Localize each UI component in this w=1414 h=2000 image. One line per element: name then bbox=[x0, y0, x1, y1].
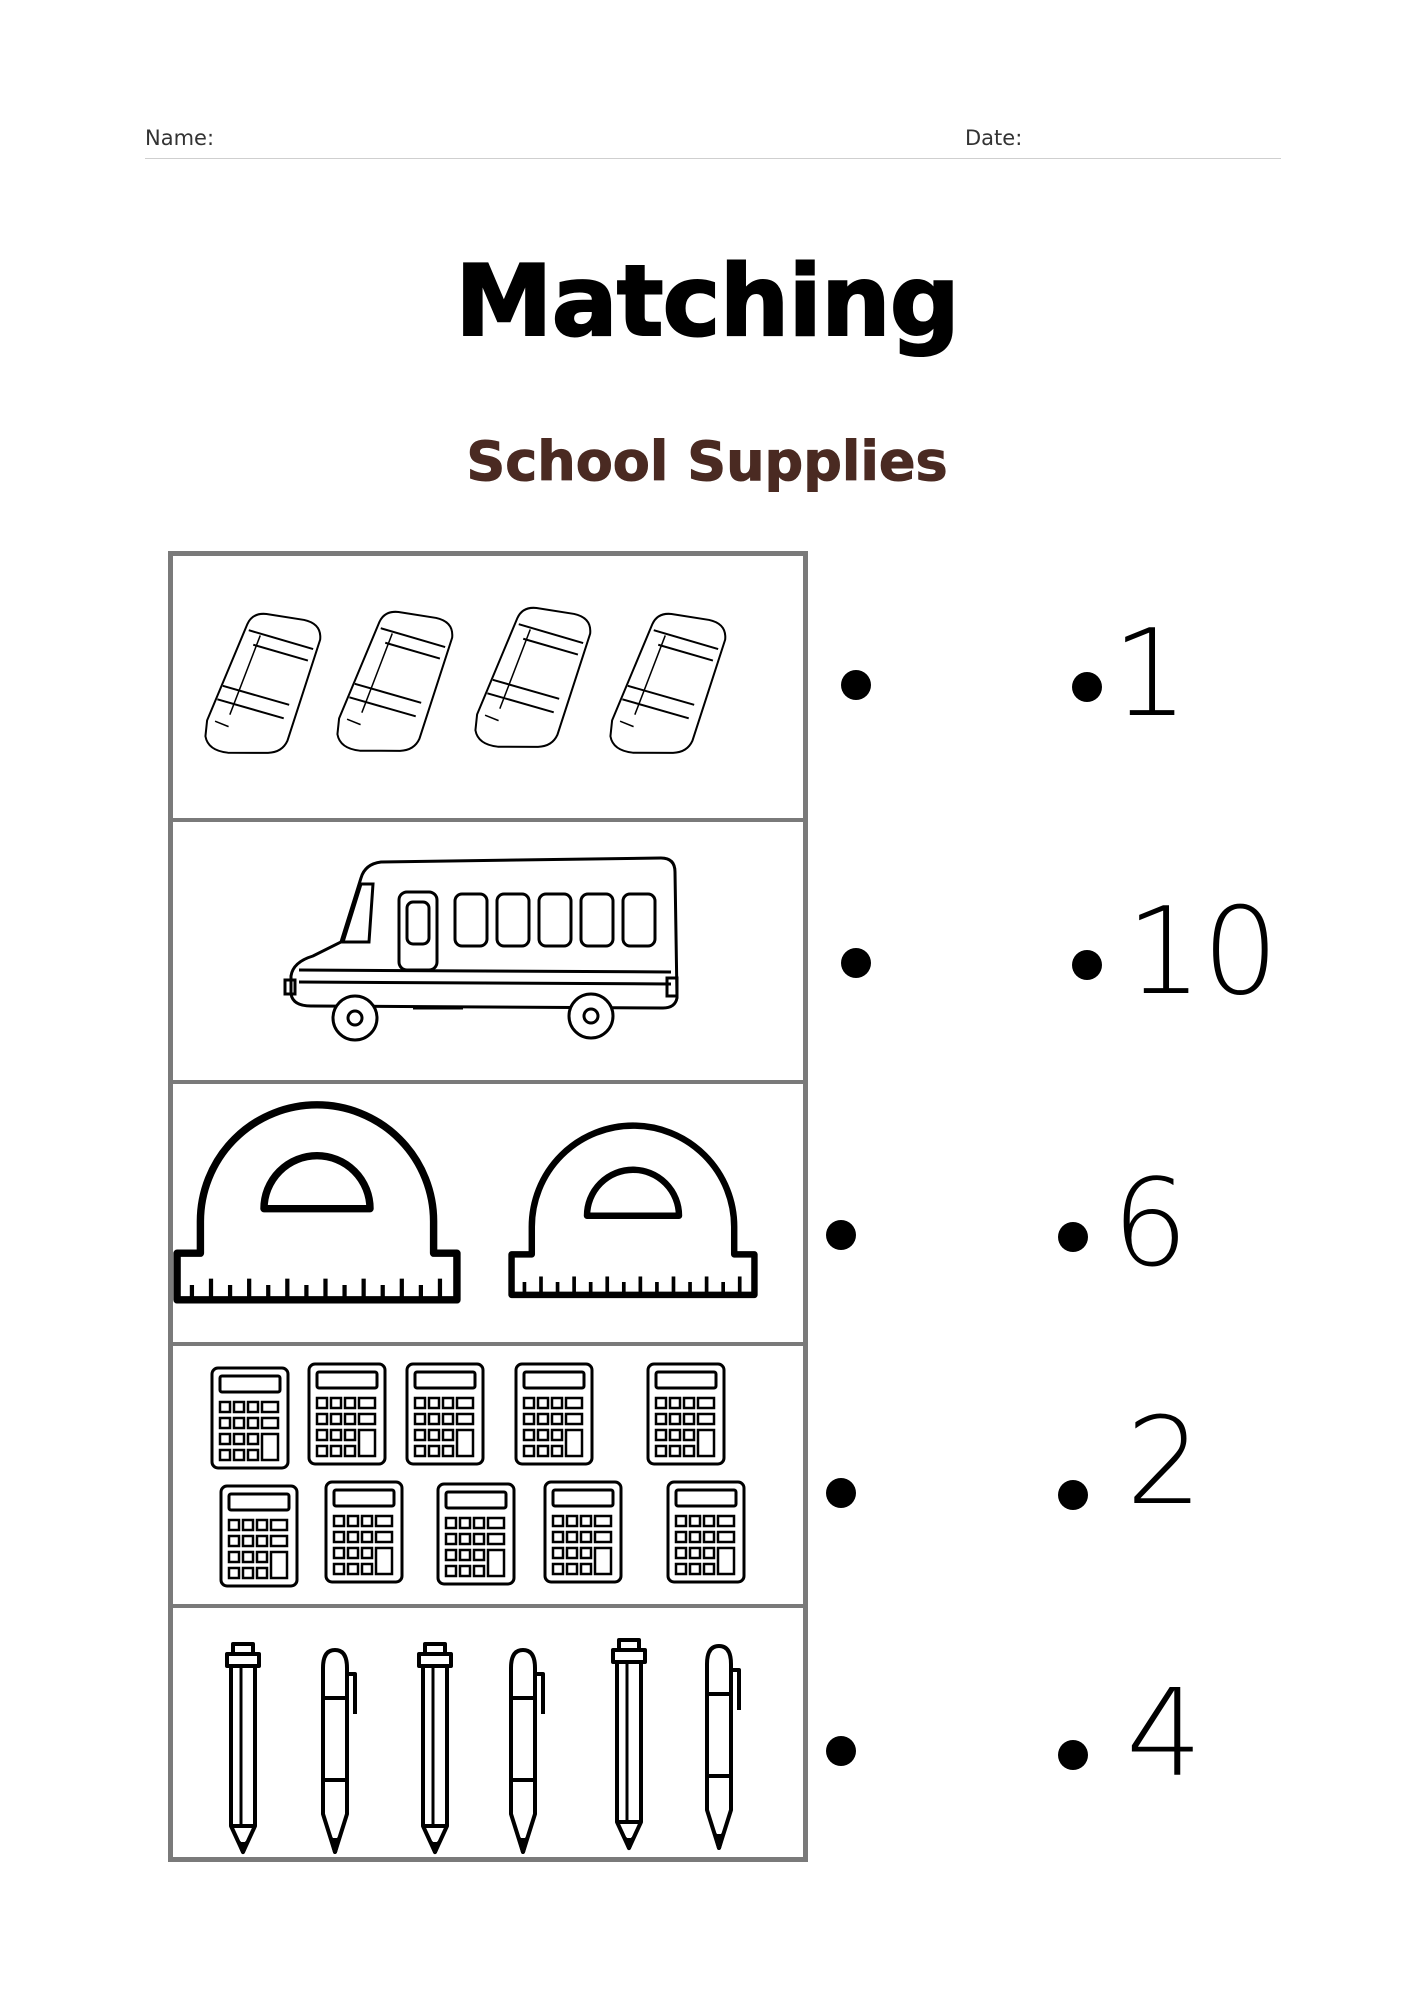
right-dot-4[interactable] bbox=[1058, 1480, 1088, 1510]
bus-icon bbox=[283, 856, 679, 1042]
picture-cell-erasers bbox=[173, 556, 803, 818]
left-dot-3[interactable] bbox=[826, 1220, 856, 1250]
right-dot-3[interactable] bbox=[1058, 1222, 1088, 1252]
name-label: Name: bbox=[145, 126, 215, 150]
number-label-1: 1 bbox=[1112, 605, 1189, 744]
picture-grid bbox=[168, 551, 808, 1862]
number-label-5: 4 bbox=[1126, 1665, 1203, 1804]
left-dot-4[interactable] bbox=[826, 1478, 856, 1508]
eraser-icon bbox=[202, 601, 729, 763]
calculator-icon bbox=[210, 1362, 746, 1588]
page-subtitle: School Supplies bbox=[466, 430, 948, 494]
pencil-pen-icon bbox=[225, 1638, 741, 1854]
right-dot-5[interactable] bbox=[1058, 1740, 1088, 1770]
header-line: Name: Date: bbox=[145, 118, 1281, 159]
picture-cell-protractors bbox=[173, 1080, 803, 1342]
date-label: Date: bbox=[965, 126, 1023, 150]
picture-cell-bus bbox=[173, 818, 803, 1080]
left-dot-5[interactable] bbox=[826, 1736, 856, 1766]
right-dot-2[interactable] bbox=[1072, 950, 1102, 980]
number-label-2: 10 bbox=[1126, 883, 1279, 1022]
right-dot-1[interactable] bbox=[1072, 672, 1102, 702]
left-dot-1[interactable] bbox=[841, 670, 871, 700]
left-dot-2[interactable] bbox=[841, 948, 871, 978]
page-title: Matching bbox=[454, 244, 961, 360]
picture-cell-calculators bbox=[173, 1342, 803, 1604]
number-label-4: 2 bbox=[1126, 1393, 1203, 1532]
protractor-icon bbox=[173, 1084, 803, 1346]
picture-cell-pencils bbox=[173, 1604, 803, 1866]
number-label-3: 6 bbox=[1112, 1155, 1189, 1294]
